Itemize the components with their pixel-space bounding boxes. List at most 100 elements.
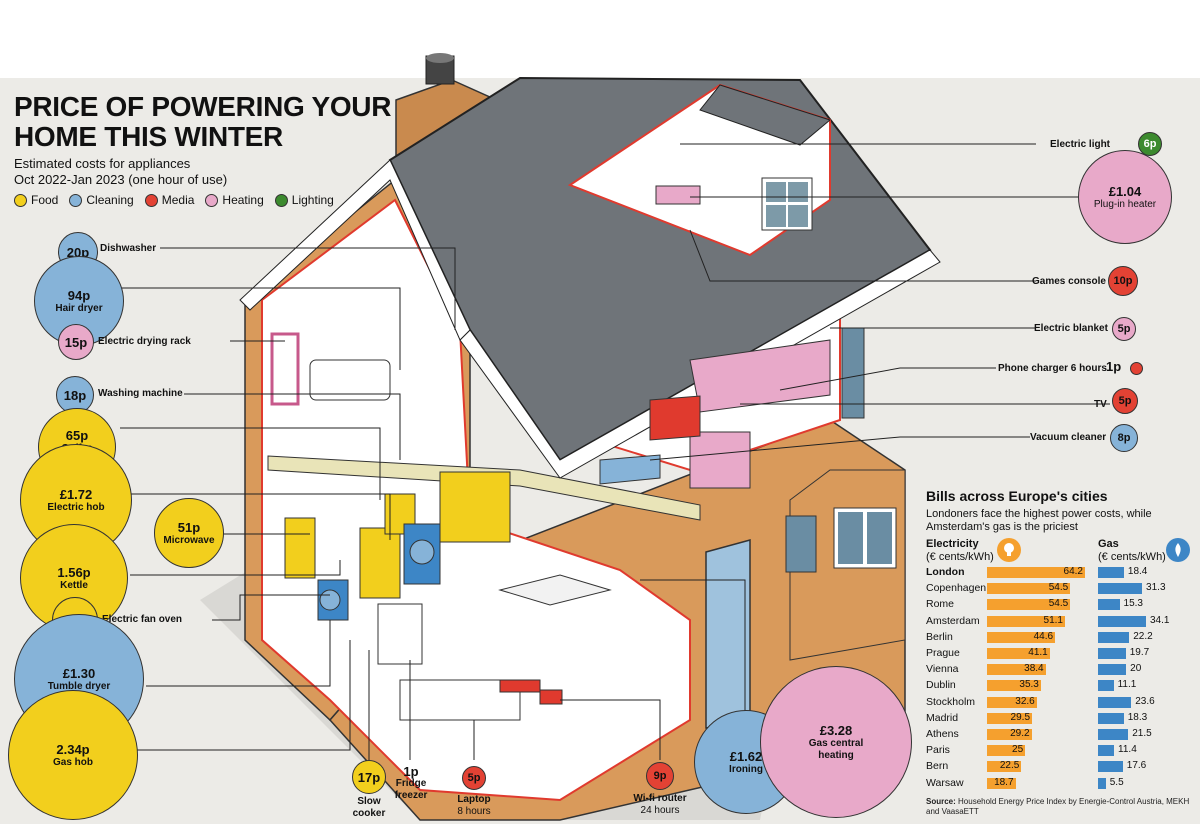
bubble-value: 18p	[63, 387, 87, 403]
electricity-bar	[987, 680, 1041, 692]
city-label: Berlin	[926, 630, 953, 643]
label-line: Slow	[357, 796, 381, 807]
electric-blanket-label: Electric blanket	[1034, 323, 1108, 334]
fan-oven-label: Electric fan oven	[102, 614, 183, 625]
source-text: Household Energy Price Index by Energie-…	[926, 797, 1190, 816]
drying-rack-bubble: 15p	[58, 324, 94, 360]
gas-value: 31.3	[1146, 582, 1166, 594]
electricity-value: 41.1	[1028, 647, 1048, 658]
gas-value: 34.1	[1150, 614, 1170, 626]
electricity-value: 29.2	[1010, 728, 1030, 739]
gas-bar	[1098, 696, 1132, 708]
gas-value: 21.5	[1132, 728, 1152, 739]
city-label: Prague	[926, 647, 960, 659]
bubble-name: Tumble dryer	[47, 680, 111, 692]
washing-machine-label: Washing machine	[98, 388, 183, 399]
bubble-value: 15p	[64, 334, 88, 350]
city-label: Madrid	[926, 711, 959, 724]
label-line: Wi-fi router	[633, 793, 687, 804]
page-title: PRICE OF POWERING YOUR HOME THIS WINTER	[14, 92, 391, 152]
bubble-name: Gas central	[808, 737, 864, 749]
title-line-2: HOME THIS WINTER	[14, 121, 283, 152]
phone-charger-value: 1p	[1106, 359, 1122, 374]
electric-light-label: Electric light	[1050, 139, 1111, 150]
gas-value: 18.3	[1127, 711, 1148, 723]
label-line: Fridge	[395, 778, 427, 789]
legend-item-lighting: Lighting	[274, 193, 334, 207]
city-label: Dublin	[926, 679, 956, 692]
vacuum-bubble: 8p	[1110, 424, 1138, 452]
bills-title: Bills across Europe's cities	[926, 488, 1108, 504]
bubble-value: 51p	[177, 519, 201, 535]
gas-bar	[1098, 712, 1124, 724]
electric-blanket-bubble: 5p	[1112, 317, 1136, 341]
bubble-value: 5p	[1117, 322, 1131, 335]
gas-value: 5.5	[1109, 776, 1124, 788]
city-label: Athens	[926, 728, 959, 740]
label-line: 8 hours	[457, 806, 491, 817]
bubble-value: 1.56p	[57, 564, 91, 580]
header-unit: (€ cents/kWh)	[1098, 551, 1166, 563]
electricity-bar	[987, 696, 1037, 708]
bubble-value: 9p	[653, 769, 667, 782]
city-label: London	[926, 566, 965, 578]
gas-value: 11.4	[1118, 744, 1137, 756]
bubble-value: 6p	[1143, 137, 1157, 150]
bubble-value: 65p	[65, 427, 89, 443]
electric-light-bubble: 6p	[1138, 132, 1162, 156]
gas-value: 15.3	[1123, 598, 1143, 610]
electricity-value: 54.5	[1048, 582, 1069, 594]
gas-bar	[1098, 761, 1123, 773]
city-label: Paris	[926, 744, 950, 757]
gas-bar	[1098, 664, 1127, 676]
electricity-bar	[987, 583, 1071, 595]
tv-label: TV	[1094, 399, 1107, 410]
wifi-router-bubble: 9p	[646, 762, 674, 790]
legend-label: Food	[31, 193, 59, 207]
bubble-value: 94p	[67, 287, 91, 303]
gas-value: 11.1	[1117, 679, 1137, 691]
header-label: Gas	[1098, 538, 1119, 550]
legend-label: Heating	[222, 193, 264, 207]
electricity-bar	[987, 729, 1032, 740]
gas-bar	[1098, 648, 1126, 659]
electricity-bar	[987, 615, 1065, 627]
electricity-bar	[987, 777, 1016, 789]
gas-bar	[1098, 680, 1114, 692]
gas-bar	[1098, 615, 1146, 627]
phone-charger-label: Phone charger 6 hours	[998, 363, 1107, 374]
electricity-value: 22.5	[999, 760, 1020, 772]
electricity-bar	[987, 664, 1046, 676]
electricity-bar	[987, 712, 1033, 724]
gas-header: Gas(€ cents/kWh)	[1098, 538, 1166, 564]
electricity-value: 35.3	[1019, 679, 1039, 691]
header-unit: (€ cents/kWh)	[926, 551, 994, 563]
bubble-name: Gas hob	[52, 756, 93, 768]
electricity-value: 38.4	[1024, 663, 1044, 675]
header-label: Electricity	[926, 538, 979, 550]
source-note: Source: Household Energy Price Index by …	[926, 797, 1191, 817]
tv-bubble: 5p	[1112, 388, 1138, 414]
gas-value: 19.7	[1129, 647, 1150, 658]
bubble-value: £1.62	[729, 748, 763, 764]
gas-value: 22.2	[1133, 630, 1153, 642]
bubble-value: £3.28	[819, 722, 853, 738]
page-subtitle: Estimated costs for appliances Oct 2022-…	[14, 156, 227, 188]
electricity-bar	[987, 745, 1026, 757]
city-label: Copenhagen	[926, 582, 987, 595]
label-line: cooker	[352, 808, 386, 819]
subtitle-line-2: Oct 2022-Jan 2023 (one hour of use)	[14, 172, 228, 187]
gas-bar	[1098, 729, 1129, 740]
vacuum-label: Vacuum cleaner	[1030, 432, 1107, 443]
subtitle-line-1: Estimated costs for appliances	[14, 156, 191, 171]
bills-subtitle: Londoners face the highest power costs, …	[926, 508, 1152, 533]
bubble-value: 20p	[66, 244, 90, 260]
electricity-value: 54.5	[1048, 598, 1069, 610]
gas-value: 20	[1130, 663, 1142, 675]
washing-machine-bubble: 18p	[56, 376, 94, 414]
